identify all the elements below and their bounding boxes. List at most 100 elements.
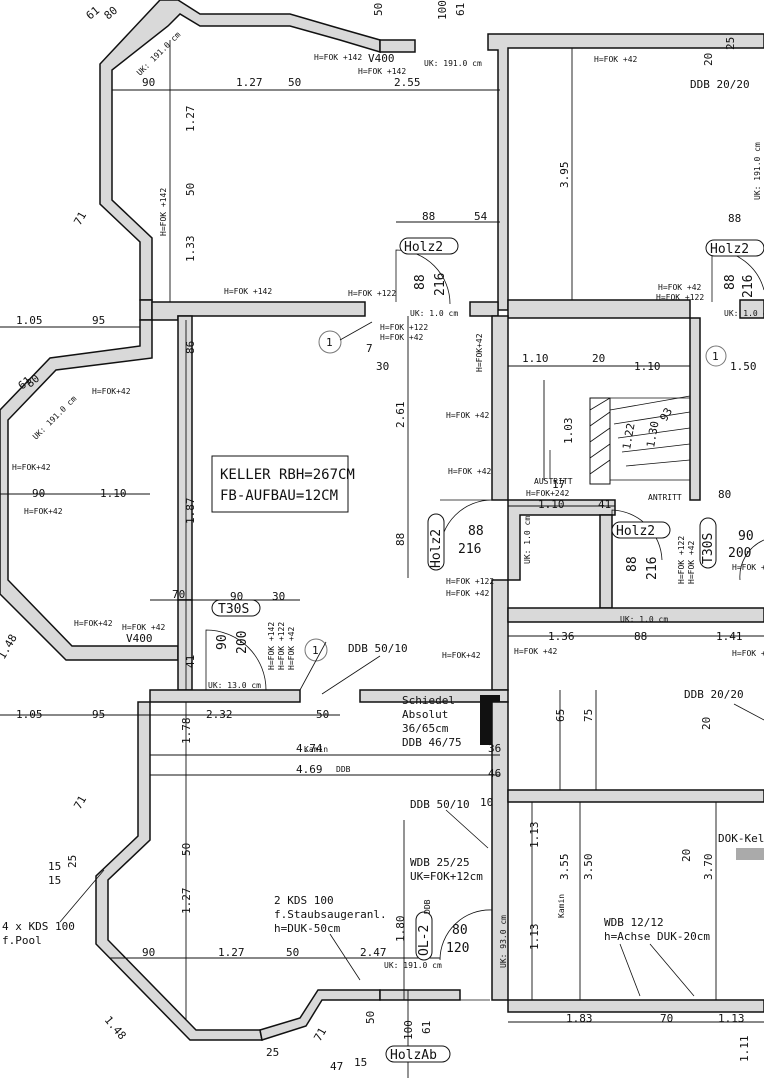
height-label: H=FOK +122 (446, 577, 494, 586)
marker-label: 1 (712, 350, 719, 363)
door-height: 120 (446, 941, 469, 956)
wall-upper-left (139, 299, 153, 321)
hatch-bar (736, 848, 764, 860)
wall-right-room-lower (507, 789, 764, 803)
height-label: H=FOK +42 (732, 649, 764, 658)
note-ddb: DDB 20/20 (684, 688, 744, 701)
uk-label: UK: 1.0 cm (410, 309, 458, 318)
height-label: H=FOK +122 (677, 536, 686, 584)
height-label: H=FOK +142 (358, 67, 406, 76)
room-label-line2: FB-AUFBAU=12CM (220, 488, 338, 504)
uk-label: UK: 1.0 cm (724, 309, 764, 318)
height-label: H=FOK +42 (446, 411, 490, 420)
note-wdb: WDB 25/25 (410, 856, 470, 869)
note-ddb-small: DDB (336, 765, 351, 774)
dim: 15 (354, 1056, 367, 1069)
door-tag: Holz2 (611, 521, 671, 539)
dim: 1.10 (100, 487, 127, 500)
wall-stair (507, 499, 616, 581)
dim: 1.13 (528, 822, 541, 849)
uk-label: UK: 191.0 cm (424, 59, 482, 68)
dim: 71 (311, 1026, 329, 1044)
wall-keller-inner-left (177, 315, 193, 601)
height-label: H=FOK +142 (267, 622, 276, 670)
height-labels: H=FOK +142 H=FOK +142 H=FOK +42 H=FOK +1… (12, 53, 764, 670)
door-tag-label: HolzAb (390, 1048, 437, 1063)
dim: 88 (634, 630, 647, 643)
door-size: 90 200 (215, 631, 250, 654)
dim: 1.83 (566, 1012, 593, 1025)
dim: 3.50 (582, 854, 595, 881)
dim: 1.05 (16, 708, 43, 721)
height-label: H=FOK +142 (314, 53, 362, 62)
note-wdb: h=Achse DUK-20cm (604, 930, 710, 943)
uk-label: UK: 191.0 cm (753, 142, 762, 200)
dim: 4.74 (296, 742, 323, 755)
door-width: 88 (468, 524, 484, 539)
height-label: H=FOK +122 (656, 293, 704, 302)
dim: 90 (32, 487, 45, 500)
dim: 1.80 (394, 916, 407, 943)
height-label: H=FOK +42 (122, 623, 166, 632)
dim: 41 (184, 655, 197, 668)
dim: 95 (92, 708, 105, 721)
stair (589, 395, 691, 485)
note-schiedel: Schiedel (402, 694, 455, 707)
dim: 86 (184, 341, 197, 354)
dim: 1.27 (236, 76, 263, 89)
wall-keller-right2 (491, 579, 509, 691)
note-ddb: DDB 20/20 (690, 78, 750, 91)
dim: 1.33 (184, 236, 197, 263)
wall-stair-right (689, 317, 701, 501)
height-label: H=FOK+42 (92, 387, 131, 396)
dim: 70 (660, 1012, 673, 1025)
dim: 50 (180, 843, 193, 856)
note-pool: 4 x KDS 100 (2, 920, 75, 933)
wall-mid-horizontal-right (469, 301, 499, 317)
dim: 1.27 (218, 946, 245, 959)
dim: 50 (316, 708, 329, 721)
dim: 90 (230, 590, 243, 603)
dim: 3.55 (558, 854, 571, 881)
dim: 4.69 (296, 763, 323, 776)
dim: 1.22 (620, 422, 637, 450)
dim: 1.30 (644, 420, 661, 448)
door-swing-ol2 (439, 909, 493, 961)
note-antritt: ANTRITT (648, 493, 682, 502)
dim: 2.47 (360, 946, 387, 959)
dim: 1.05 (16, 314, 43, 327)
wall-keller-right (491, 315, 509, 501)
dim: 50 (364, 1011, 377, 1024)
wall-bottom-right (507, 999, 764, 1013)
door-swing-upper-right (711, 249, 764, 302)
dim: 90 (142, 946, 155, 959)
wall-upper-bay (99, 0, 381, 301)
door-tag-label: Holz2 (404, 240, 443, 255)
dim: 54 (474, 210, 488, 223)
dim: 47 (330, 1060, 343, 1073)
wall-lower-top-left (379, 989, 461, 1001)
door-size: 90 200 (728, 529, 754, 561)
dim: 71 (71, 210, 89, 228)
dim: 2.55 (394, 76, 421, 89)
dim: 100 (402, 1020, 415, 1040)
wall-right-room-top2 (739, 299, 764, 319)
dim: 61 (454, 3, 467, 16)
dim: 50 (372, 3, 385, 16)
dim: 1.48 (102, 1014, 129, 1043)
wall-right-mid (507, 607, 764, 623)
dim: 25 (266, 1046, 279, 1059)
note-schiedel: 36/65cm (402, 722, 449, 735)
door-width: 80 (452, 923, 468, 938)
door-tag: OL-2 (415, 911, 433, 961)
dim: 20 (702, 53, 715, 66)
door-height: 200 (728, 546, 751, 561)
walls (0, 0, 764, 1041)
room-label-line1: KELLER RBH=267CM (220, 467, 355, 483)
uk-label: UK: 1.0 cm (620, 615, 668, 624)
door-size: 80 120 (446, 923, 469, 956)
dim: 1.36 (548, 630, 575, 643)
dim: 88 (394, 533, 407, 546)
dim: 41 (598, 498, 611, 511)
